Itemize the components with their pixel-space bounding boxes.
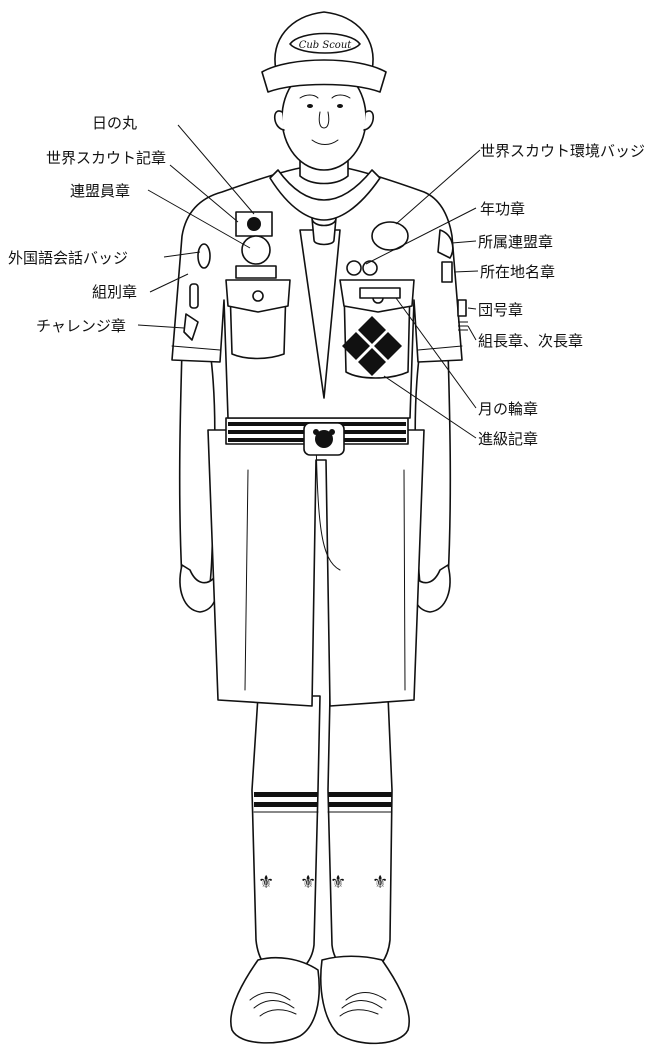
cap-text: Cub Scout — [299, 40, 353, 51]
cap-emblem — [289, 32, 361, 54]
location-badge-patch — [441, 261, 453, 283]
left-leg — [251, 695, 321, 976]
label-advancement-badge: 進級記章 — [478, 430, 538, 448]
group-badge-patch — [189, 283, 199, 309]
face-features — [299, 94, 351, 145]
svg-text:⚜: ⚜ — [300, 872, 316, 893]
shoe-laces — [249, 992, 387, 1017]
advancement-diamond-patch — [342, 316, 402, 376]
leader-lines — [137, 124, 481, 439]
label-location-badge: 所在地名章 — [480, 263, 555, 281]
fleur-de-lis-icons: ⚜ ⚜ ⚜ ⚜ — [258, 872, 388, 893]
cap: Cub Scout — [261, 11, 387, 93]
service-year-badge-b — [362, 260, 378, 276]
troop-number-badge-patch — [457, 299, 467, 317]
svg-text:⚜: ⚜ — [258, 872, 274, 893]
label-service-year-badge: 年功章 — [480, 200, 525, 218]
right-leg — [327, 695, 393, 976]
svg-text:⚜: ⚜ — [372, 872, 388, 893]
leader-badge-stripes — [458, 321, 468, 331]
left-pocket — [225, 279, 291, 360]
service-year-badge-a — [346, 260, 362, 276]
affiliated-federation-badge-patch — [437, 229, 454, 259]
group-number-strip — [235, 265, 277, 279]
label-leader-badges: 組長章、次長章 — [478, 332, 583, 350]
badge-labels: 日の丸 世界スカウト記章 連盟員章 外国語会話バッジ 組別章 チャレンジ章 世界… — [8, 114, 645, 448]
belt — [225, 417, 409, 456]
right-shoe — [319, 955, 410, 1045]
label-affiliated-federation-badge: 所属連盟章 — [478, 233, 553, 251]
challenge-badge-patch — [183, 313, 199, 341]
shorts — [207, 429, 425, 707]
label-federation-badge: 連盟員章 — [70, 182, 130, 200]
label-group-badge: 組別章 — [92, 283, 137, 301]
ears — [273, 110, 375, 131]
svg-text:⚜: ⚜ — [330, 872, 346, 893]
label-world-badge-left: 世界スカウト記章 — [46, 149, 166, 167]
sleeve-hems — [171, 345, 463, 351]
neckerchief — [269, 169, 381, 399]
label-foreign-language-badge: 外国語会話バッジ — [8, 249, 128, 267]
scout-figure: ⚜ ⚜ ⚜ ⚜ — [171, 11, 468, 1045]
sock-stripes — [253, 792, 393, 813]
label-hinomaru: 日の丸 — [92, 114, 137, 132]
world-environment-badge-patch — [371, 221, 409, 251]
hinomaru-sun — [247, 217, 261, 231]
label-world-environment-badge: 世界スカウト環境バッジ — [480, 142, 645, 160]
label-challenge-badge: チャレンジ章 — [36, 317, 126, 335]
label-troop-number-badge: 団号章 — [478, 301, 523, 319]
federation-badge-patch — [241, 235, 271, 265]
shorts-seams — [244, 439, 406, 691]
label-moon-ring-badge: 月の輪章 — [478, 400, 538, 418]
moon-ring-strip — [359, 287, 401, 299]
foreign-language-badge-patch — [197, 243, 211, 269]
